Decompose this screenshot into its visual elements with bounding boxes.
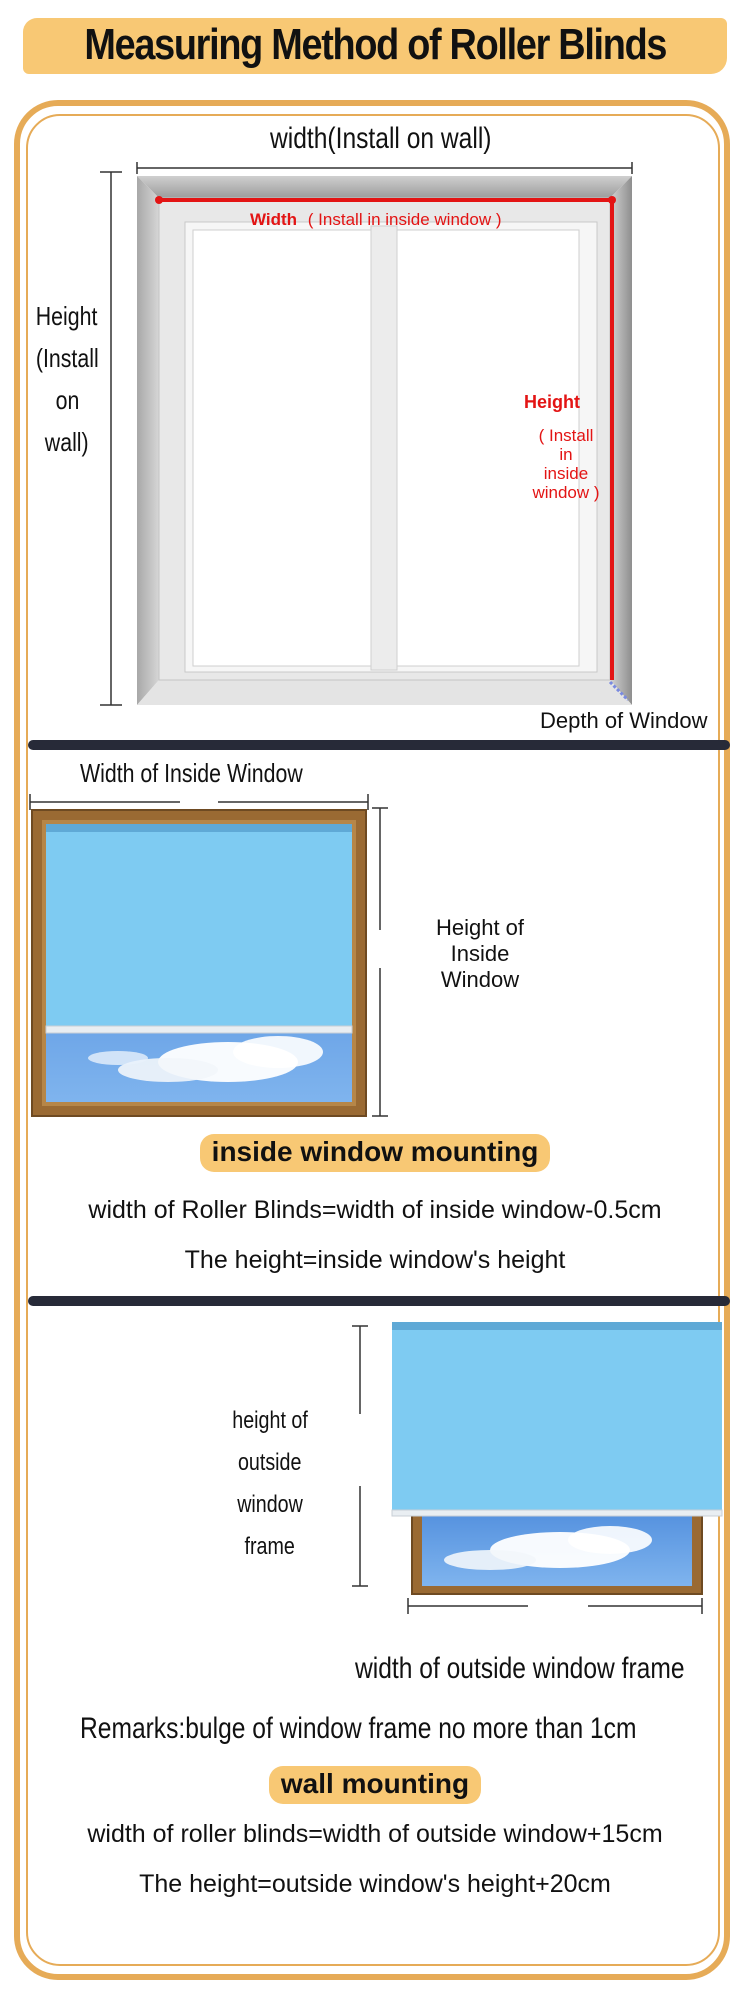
height-inside-label: Height	[524, 392, 580, 413]
page-title: Measuring Method of Roller Blinds	[84, 20, 666, 70]
title-highlight: Measuring Method of Roller Blinds	[23, 18, 728, 74]
divider-1	[28, 740, 730, 750]
window-pane-left	[193, 230, 371, 666]
inside-mount-badge: inside window mounting	[200, 1134, 551, 1172]
depth-label: Depth of Window	[540, 708, 708, 734]
width-outside-frame-label: width of outside window frame	[355, 1652, 750, 1686]
page-title-wrap: Measuring Method of Roller Blinds	[0, 18, 750, 74]
height-wall-label: Height (Install on wall)	[28, 295, 106, 463]
roller-blind	[46, 832, 352, 1028]
height-inside-window-label: Height of Inside Window	[410, 915, 550, 993]
wall-mount-badge-wrap: wall mounting	[0, 1766, 750, 1804]
wall-mount-diagram	[350, 1318, 730, 1614]
width-inside-label: Width ( Install in inside window )	[250, 210, 502, 230]
wall-mount-formula-width: width of roller blinds=width of outside …	[0, 1820, 750, 1849]
wall-recess-bottom	[137, 680, 632, 705]
wall-recess-left	[137, 176, 159, 705]
wall-blind-bottom-rail	[392, 1510, 722, 1516]
blind-bottom-rail	[46, 1026, 352, 1033]
inside-mount-formula-width: width of Roller Blinds=width of inside w…	[0, 1196, 750, 1225]
wall-mount-badge: wall mounting	[269, 1766, 481, 1804]
inside-mount-badge-wrap: inside window mounting	[0, 1134, 750, 1172]
height-inside-note: ( Install in inside window )	[516, 426, 616, 502]
wall-mount-formula-height: The height=outside window's height+20cm	[0, 1870, 750, 1899]
blind-cassette	[46, 824, 352, 832]
wall-roller-blind	[392, 1330, 722, 1512]
inside-mount-diagram	[28, 790, 388, 1126]
wall-recess-top	[137, 176, 632, 198]
wall-blind-cassette	[392, 1322, 722, 1330]
remarks-text: Remarks:bulge of window frame no more th…	[80, 1712, 750, 1746]
window-mullion	[371, 226, 397, 670]
inside-mount-formula-height: The height=inside window's height	[0, 1246, 750, 1275]
height-outside-frame-label: height of outside window frame	[210, 1400, 330, 1568]
width-wall-label: width(Install on wall)	[270, 122, 540, 156]
divider-2	[28, 1296, 730, 1306]
width-inside-window-label: Width of Inside Window	[80, 758, 352, 789]
